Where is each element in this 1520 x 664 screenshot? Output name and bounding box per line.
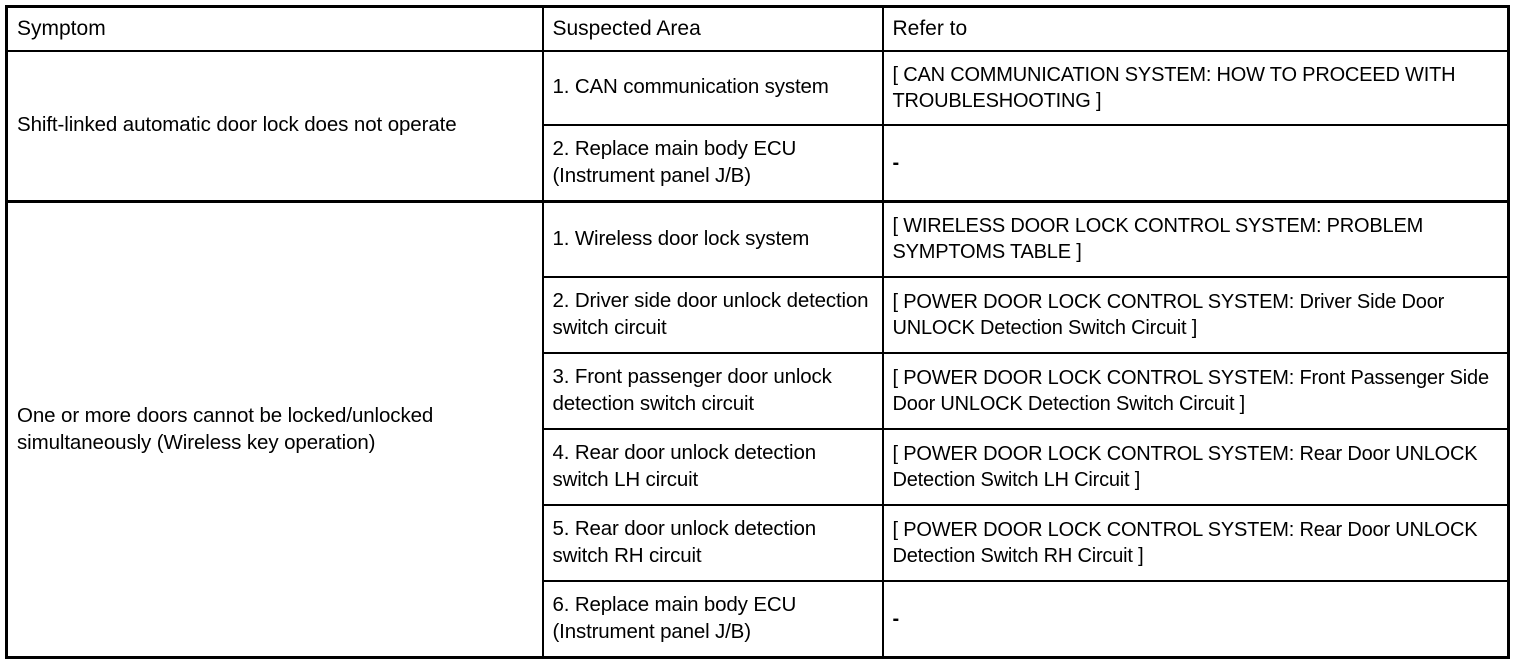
suspected-area-cell: 2. Replace main body ECU (Instrument pan…: [541, 123, 884, 203]
table-row: 2. Driver side door unlock detection swi…: [7, 275, 1510, 354]
header-row: Symptom Suspected Area Refer to: [5, 5, 1510, 52]
suspected-area-cell: 4. Rear door unlock detection switch LH …: [541, 427, 884, 506]
symptom-cell: One or more doors cannot be locked/unloc…: [5, 200, 544, 659]
table-row: 2. Replace main body ECU (Instrument pan…: [7, 123, 1510, 203]
suspected-area-cell: 1. CAN communication system: [541, 49, 884, 126]
suspected-area-cell: 1. Wireless door lock system: [541, 200, 884, 278]
refer-to-cell: [ POWER DOOR LOCK CONTROL SYSTEM: Rear D…: [881, 503, 1510, 582]
refer-to-cell: [ POWER DOOR LOCK CONTROL SYSTEM: Front …: [881, 351, 1510, 430]
problem-symptoms-table: Symptom Suspected Area Refer to Shift-li…: [5, 5, 1510, 659]
refer-to-cell: -: [881, 579, 1510, 659]
refer-to-cell: [ POWER DOOR LOCK CONTROL SYSTEM: Driver…: [881, 275, 1510, 354]
table-row: 4. Rear door unlock detection switch LH …: [7, 427, 1510, 506]
table-body: Shift-linked automatic door lock does no…: [5, 49, 1510, 659]
table-row: One or more doors cannot be locked/unloc…: [5, 200, 1510, 659]
refer-to-cell: [ CAN COMMUNICATION SYSTEM: HOW TO PROCE…: [881, 49, 1510, 126]
problem-symptoms-table-container: Symptom Suspected Area Refer to Shift-li…: [5, 5, 1510, 659]
refer-to-cell: [ WIRELESS DOOR LOCK CONTROL SYSTEM: PRO…: [881, 200, 1510, 278]
refer-to-cell: [ POWER DOOR LOCK CONTROL SYSTEM: Rear D…: [881, 427, 1510, 506]
column-header-refer-to: Refer to: [881, 5, 1510, 52]
table-row: 6. Replace main body ECU (Instrument pan…: [7, 579, 1510, 659]
refer-to-cell: -: [881, 123, 1510, 203]
column-header-symptom: Symptom: [5, 5, 544, 52]
table-row: 5. Rear door unlock detection switch RH …: [7, 503, 1510, 582]
table-row: Shift-linked automatic door lock does no…: [5, 49, 1510, 203]
column-header-suspected-area: Suspected Area: [541, 5, 884, 52]
table-row: 3. Front passenger door unlock detection…: [7, 351, 1510, 430]
symptom-cell: Shift-linked automatic door lock does no…: [5, 49, 544, 203]
suspected-area-cell: 2. Driver side door unlock detection swi…: [541, 275, 884, 354]
table-header: Symptom Suspected Area Refer to: [5, 5, 1510, 52]
suspected-area-cell: 5. Rear door unlock detection switch RH …: [541, 503, 884, 582]
suspected-area-cell: 6. Replace main body ECU (Instrument pan…: [541, 579, 884, 659]
suspected-area-cell: 3. Front passenger door unlock detection…: [541, 351, 884, 430]
